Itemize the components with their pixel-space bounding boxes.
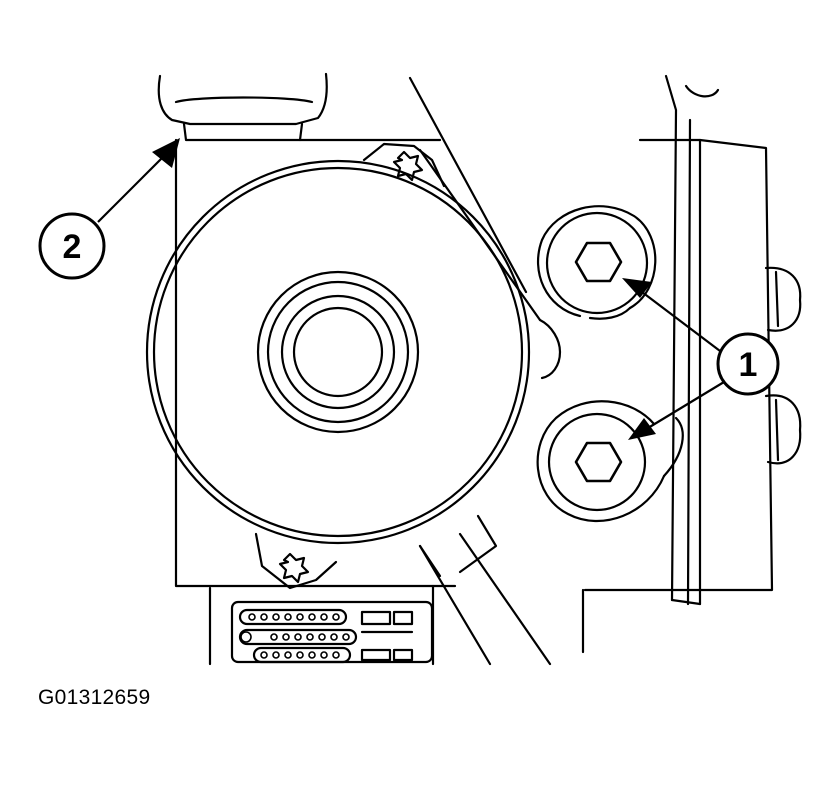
hose-connector <box>157 72 328 142</box>
callout-2: 2 <box>38 138 180 280</box>
callout-2-label: 2 <box>63 228 82 266</box>
right-side-tabs <box>764 266 802 465</box>
right-bracket <box>664 74 720 606</box>
figure-id: G01312659 <box>38 686 151 709</box>
connector-pins <box>240 613 350 659</box>
motor-flange-tabs <box>254 142 446 590</box>
torx-screw-icon <box>278 552 310 584</box>
callout-1: 1 <box>622 278 780 440</box>
callout-1-label: 1 <box>739 346 758 384</box>
electrical-connector <box>230 600 434 664</box>
housing-diagonal-edges <box>408 76 542 322</box>
bolt-boss-lower <box>536 400 684 523</box>
pump-motor <box>145 159 562 545</box>
wiring-harness <box>418 514 552 666</box>
hex-bolt-icon <box>574 441 623 483</box>
torx-screw-icon <box>392 150 424 182</box>
hex-bolt-icon <box>574 241 623 283</box>
bolt-boss-upper <box>537 205 657 320</box>
